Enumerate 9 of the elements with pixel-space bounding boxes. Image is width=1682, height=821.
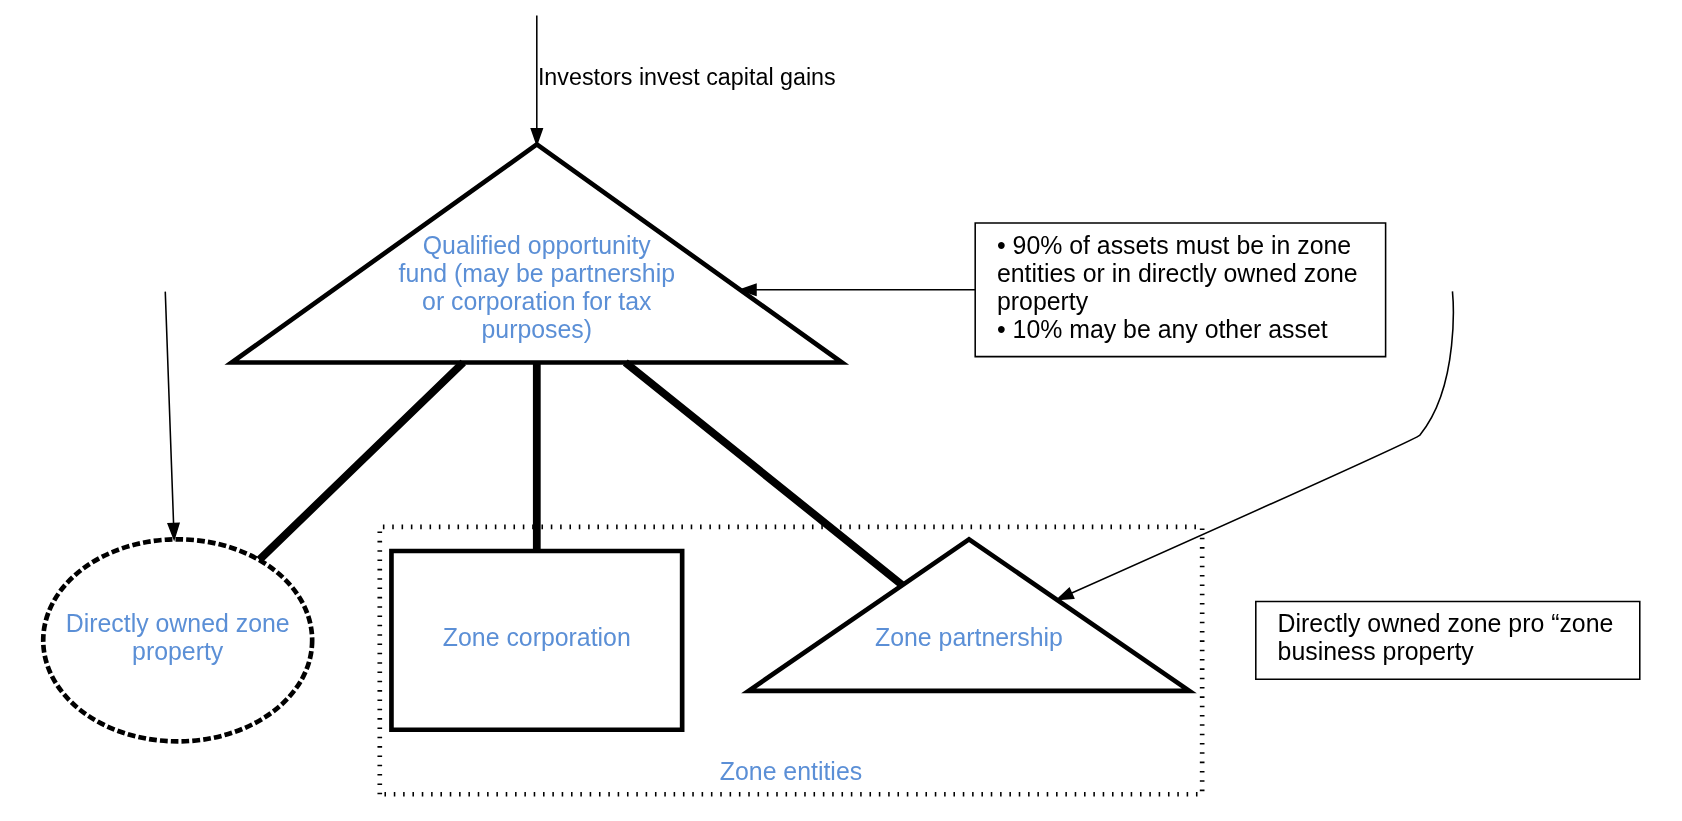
node-box: Zone corporation (388, 548, 684, 733)
connector (256, 359, 466, 563)
arrow (164, 290, 180, 542)
node-ellipse: Directly owned zone property (40, 536, 314, 744)
connector (532, 362, 541, 551)
node-box: • 90% of assets must be in zone entities or in directly owned zone property • 10% may be any other asset (973, 222, 1386, 358)
edge-label: Investors invest capital gains (537, 64, 836, 91)
node-box: Directly owned zone pro “zone business property (1254, 600, 1641, 680)
connector (622, 359, 904, 588)
